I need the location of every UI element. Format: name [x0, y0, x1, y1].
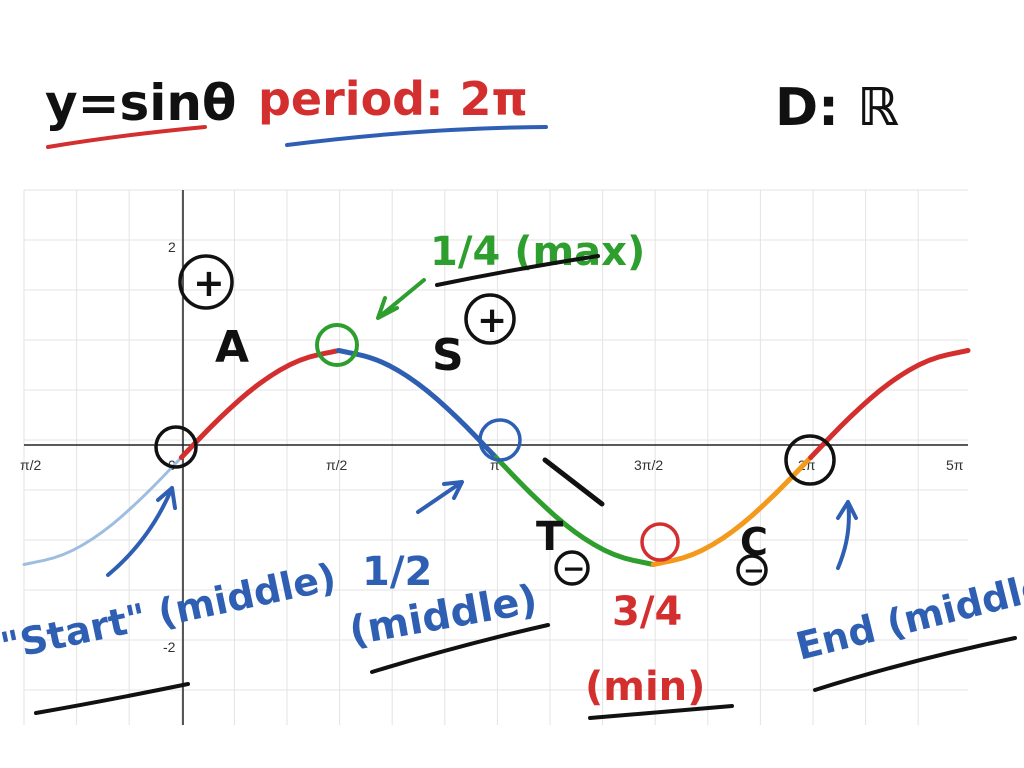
curve-segment	[650, 455, 814, 567]
y-tick-label: 2	[168, 239, 176, 255]
max-arrow	[376, 278, 426, 320]
end-point-marker	[784, 434, 836, 486]
quadrant-t-label: T	[536, 514, 564, 560]
x-tick-label: 5π	[946, 457, 964, 473]
minus-sign-t: −	[562, 552, 585, 585]
domain-label: D: ℝ	[775, 78, 899, 138]
x-tick-label: π/2	[20, 457, 42, 473]
min-underline	[588, 704, 734, 720]
start-underline	[34, 682, 190, 715]
end-note: End (middle)	[792, 560, 1024, 669]
minus-badge-t	[554, 550, 590, 586]
chart-grid	[23, 189, 968, 725]
quadrant-s-label: S	[432, 330, 464, 381]
equation-label: y=sinθ	[45, 74, 236, 132]
quarter-max-underline	[435, 254, 600, 287]
plus-badge-a	[178, 254, 234, 310]
equation-underline	[46, 125, 207, 149]
curve-segment	[493, 455, 656, 567]
x-tick-label: π	[490, 457, 500, 473]
minus-badge-c	[736, 554, 768, 586]
period-label: period: 2π	[258, 72, 528, 126]
half-underline	[370, 623, 550, 674]
sine-curve	[22, 348, 971, 567]
start-point-marker	[154, 425, 198, 469]
three-quarter-label: 3/4	[612, 589, 682, 635]
plus-badge-s	[464, 293, 516, 345]
min-note: (min)	[585, 664, 705, 710]
minus-sign-c: −	[743, 556, 765, 586]
curve-segment	[336, 348, 499, 460]
y-tick-label: -2	[163, 639, 176, 655]
half-label: 1/2	[362, 549, 432, 595]
quadrant-a-label: A	[215, 322, 249, 373]
end-underline	[813, 636, 1017, 692]
x-tick-label: π/2	[326, 457, 348, 473]
start-arrow	[106, 486, 177, 577]
period-underline	[285, 125, 548, 147]
curve-segment	[808, 348, 971, 460]
min-point-marker	[640, 522, 680, 562]
plus-sign-s: +	[477, 300, 507, 341]
curve-segment	[22, 456, 183, 566]
max-point-marker	[315, 323, 359, 367]
plus-sign-a: +	[193, 261, 225, 305]
quarter-max-label: 1/4 (max)	[430, 229, 645, 275]
x-tick-label: 3π/2	[634, 457, 663, 473]
slope-stroke	[542, 457, 605, 507]
half-point-marker	[478, 418, 522, 462]
end-arrow	[836, 500, 858, 570]
curve-segment	[178, 348, 342, 460]
half-arrow	[416, 480, 464, 514]
